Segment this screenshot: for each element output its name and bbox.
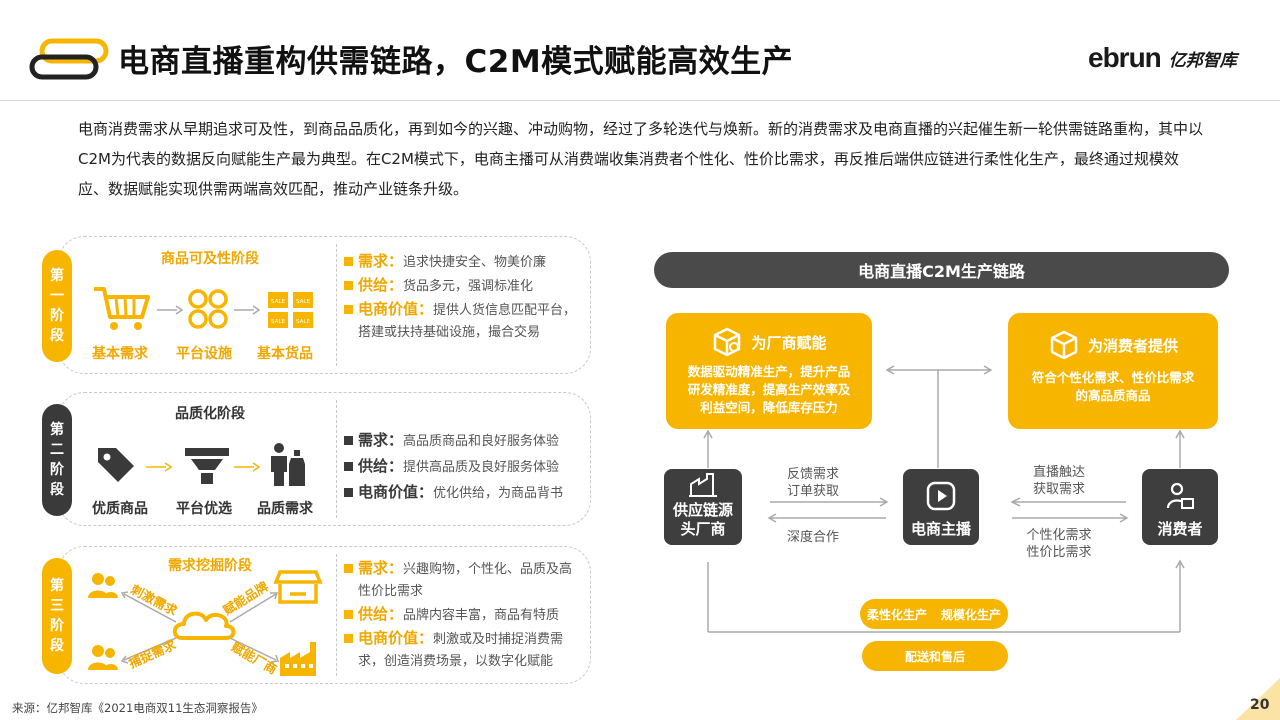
live-anchor-node: 电商主播 bbox=[903, 469, 979, 545]
factory-enablement-box: 为厂商赋能 数据驱动精准生产，提升产品 研发精准度，提高生产效率及 利益空间，降… bbox=[666, 313, 872, 429]
stage-3-bullets: 需求：兴趣购物，个性化、品质及高性价比需求 供给：品牌内容丰富，商品有特质 电商… bbox=[344, 557, 580, 673]
bullet-row: 需求：兴趣购物，个性化、品质及高性价比需求 bbox=[344, 557, 580, 603]
svg-text:SALE: SALE bbox=[296, 319, 310, 325]
platform-clover-icon bbox=[188, 289, 228, 329]
flow-label-cooperation: 深度合作 bbox=[786, 530, 839, 545]
item-label: 基本货品 bbox=[257, 346, 313, 362]
factory-box-title: 为厂商赋能 bbox=[751, 333, 827, 352]
brand-logo: ebrun 亿邦智库 bbox=[1088, 42, 1266, 74]
stage-2-bullets: 需求：高品质商品和良好服务体验 供给：提供高品质及良好服务体验 电商价值：优化供… bbox=[344, 428, 580, 506]
production-mode-pill: 柔性化生产 规模化生产 bbox=[860, 599, 1008, 629]
bullet-row: 需求：追求快捷安全、物美价廉 bbox=[344, 250, 580, 274]
page-number: 20 bbox=[1250, 697, 1270, 713]
flexible-production-label: 柔性化生产 bbox=[866, 607, 927, 622]
logo-mark-icon bbox=[29, 38, 109, 80]
item-label: 基本需求 bbox=[92, 346, 148, 362]
stage-1-title: 商品可及性阶段 bbox=[161, 251, 259, 267]
page-corner-decoration bbox=[1236, 678, 1280, 720]
stage-2-divider bbox=[336, 400, 337, 518]
bullet-row: 供给：货品多元，强调标准化 bbox=[344, 274, 580, 298]
item-label: 平台设施 bbox=[176, 346, 232, 362]
bullet-row: 供给：品牌内容丰富，商品有特质 bbox=[344, 603, 580, 627]
price-tag-icon bbox=[98, 448, 134, 482]
svg-text:SALE: SALE bbox=[296, 299, 310, 305]
stage-3-tag: 第 三 阶 段 bbox=[42, 558, 72, 674]
brand-en: ebrun bbox=[1088, 42, 1162, 73]
play-button-icon bbox=[926, 481, 956, 511]
stage-1-divider bbox=[336, 244, 337, 366]
supply-source-node: 供应链源 头厂商 bbox=[664, 469, 742, 545]
bullet-row: 需求：高品质商品和良好服务体验 bbox=[344, 428, 580, 454]
bullet-row: 供给：提供高品质及良好服务体验 bbox=[344, 454, 580, 480]
source-note: 来源：亿邦智库《2021电商双11生态洞察报告》 bbox=[12, 701, 263, 715]
box-gear-icon bbox=[714, 327, 741, 357]
item-label: 品质需求 bbox=[257, 501, 313, 517]
sale-goods-icon: SALE SALE SALE SALE bbox=[268, 292, 313, 328]
flow-label-live-reach: 直播触达 获取需求 bbox=[1032, 465, 1085, 497]
item-label: 优质商品 bbox=[92, 501, 148, 517]
diagram-title: 电商直播C2M生产链路 bbox=[654, 252, 1229, 288]
flow-label-feedback: 反馈需求 订单获取 bbox=[786, 467, 839, 499]
consumer-node: 消费者 bbox=[1142, 469, 1218, 545]
stage-2-tag: 第 二 阶 段 bbox=[42, 404, 72, 516]
flow-label-needs: 个性化需求 性价比需求 bbox=[1026, 528, 1092, 560]
brand-cn: 亿邦智库 bbox=[1168, 50, 1237, 71]
scale-production-label: 规模化生产 bbox=[941, 607, 1002, 622]
bullet-row: 电商价值：优化供给，为商品背书 bbox=[344, 480, 580, 506]
item-label: 平台优选 bbox=[176, 501, 232, 517]
factory-building-icon bbox=[689, 473, 717, 497]
diagram-connectors bbox=[703, 365, 1185, 633]
arrow-right-icon bbox=[146, 462, 172, 472]
arrow-right-icon bbox=[157, 305, 183, 315]
svg-text:SALE: SALE bbox=[271, 299, 285, 305]
consumer-box-title: 为消费者提供 bbox=[1087, 336, 1178, 355]
stage-3-divider bbox=[336, 554, 337, 676]
user-card-icon bbox=[1166, 482, 1194, 509]
stage-1-tag: 第 一 阶 段 bbox=[42, 250, 72, 362]
shopping-cart-icon bbox=[94, 287, 150, 330]
intro-paragraph: 电商消费需求从早期追求可及性，到商品品质化，再到如今的兴趣、冲动购物，经过了多轮… bbox=[78, 120, 1204, 198]
demand-mining-hub-diagram: 刺激需求 赋能品牌 捕捉需求 赋能厂商 bbox=[88, 570, 323, 677]
funnel-icon bbox=[185, 448, 229, 484]
consumer-provision-box: 为消费者提供 符合个性化需求、性价比需求 的高品质商品 bbox=[1008, 313, 1218, 429]
bullet-row: 电商价值：刺激或及时捕捉消费需求，创造消费场景，以数字化赋能 bbox=[344, 627, 580, 673]
page-title: 电商直播重构供需链路，C2M模式赋能高效生产 bbox=[118, 44, 794, 80]
arrow-right-icon bbox=[234, 305, 260, 315]
stage-2-title: 品质化阶段 bbox=[175, 406, 245, 422]
cube-icon bbox=[1050, 330, 1078, 360]
person-product-icon bbox=[271, 443, 305, 486]
svg-text:SALE: SALE bbox=[271, 319, 285, 325]
bullet-row: 电商价值：提供人货信息匹配平台，搭建或扶持基础设施，撮合交易 bbox=[344, 298, 580, 344]
svg-text:捕捉需求: 捕捉需求 bbox=[126, 637, 178, 671]
stage-3-title: 需求挖掘阶段 bbox=[168, 558, 252, 574]
delivery-aftersales-pill: 配送和售后 bbox=[862, 641, 1008, 671]
arrow-right-icon bbox=[234, 462, 260, 472]
header-divider bbox=[0, 100, 1280, 101]
stage-1-bullets: 需求：追求快捷安全、物美价廉 供给：货品多元，强调标准化 电商价值：提供人货信息… bbox=[344, 250, 580, 344]
